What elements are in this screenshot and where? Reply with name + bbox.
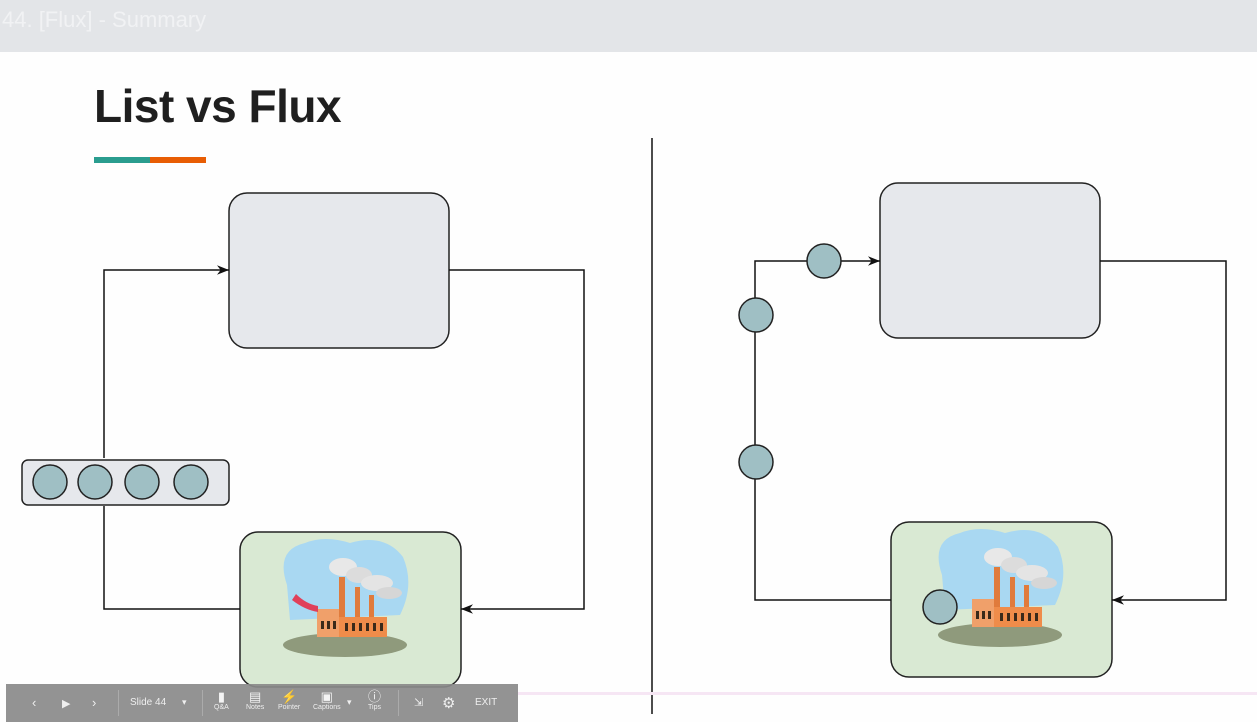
title-underline-teal <box>94 157 150 163</box>
list-arrow-to-consumer <box>103 265 229 458</box>
list-arrow-to-producer <box>449 269 585 614</box>
progress-strip <box>518 692 1257 695</box>
gear-icon[interactable]: ⚙ <box>442 695 456 712</box>
chat-icon: ▮ <box>217 689 225 704</box>
notes-button[interactable]: ▤ Notes <box>246 689 265 712</box>
flux-item-3 <box>738 444 774 480</box>
list-return-line <box>103 506 240 610</box>
flux-item-1 <box>806 243 842 279</box>
flux-item-4 <box>922 589 958 625</box>
captions-icon: ▣ <box>320 689 333 704</box>
tips-button[interactable]: ⓘ Tips <box>368 689 382 712</box>
flux-consumer-box <box>879 182 1101 339</box>
collapse-icon[interactable]: ⇲ <box>414 697 424 709</box>
window-title: 44. [Flux] - Summary <box>2 7 207 32</box>
flux-arrow-to-consumer <box>754 256 891 601</box>
exit-button[interactable]: EXIT <box>475 697 498 708</box>
factory-icon <box>283 539 409 657</box>
toolbar-divider <box>118 690 119 716</box>
qa-button[interactable]: ▮ Q&A <box>214 689 229 712</box>
chevron-left-icon[interactable]: ‹ <box>32 695 37 710</box>
flux-item-2 <box>738 297 774 333</box>
chevron-down-icon[interactable]: ▾ <box>182 697 187 707</box>
toolbar-divider <box>398 690 399 716</box>
qa-label: Q&A <box>214 704 229 711</box>
pointer-label: Pointer <box>278 704 301 711</box>
info-icon: ⓘ <box>368 689 382 704</box>
captions-label: Captions <box>313 704 341 711</box>
list-item-4 <box>173 464 209 500</box>
captions-button[interactable]: ▣ Captions <box>313 689 341 712</box>
list-consumer-box <box>228 192 450 349</box>
notes-label: Notes <box>246 704 265 711</box>
list-item-3 <box>124 464 160 500</box>
slide-title: List vs Flux <box>94 80 342 132</box>
notes-icon: ▤ <box>249 689 262 704</box>
toolbar-divider <box>202 690 203 716</box>
tips-label: Tips <box>368 704 381 711</box>
chevron-right-icon[interactable]: › <box>92 695 97 710</box>
flux-arrow-to-producer <box>1100 260 1227 605</box>
list-item-2 <box>77 464 113 500</box>
lightning-icon: ⚡ <box>281 689 298 704</box>
window-title-bar: 44. [Flux] - Summary <box>0 0 1257 52</box>
play-icon[interactable]: ▶ <box>62 698 71 710</box>
title-underline-orange <box>150 157 206 163</box>
list-item-1 <box>32 464 68 500</box>
presentation-toolbar: ‹ ▶ › Slide 44 ▾ ▮ Q&A ▤ Notes ⚡ Pointer… <box>6 684 518 722</box>
slide-selector[interactable]: Slide 44 <box>130 697 167 708</box>
pointer-button[interactable]: ⚡ Pointer <box>278 689 301 712</box>
chevron-down-icon[interactable]: ▾ <box>347 697 352 707</box>
factory-icon <box>938 529 1064 647</box>
